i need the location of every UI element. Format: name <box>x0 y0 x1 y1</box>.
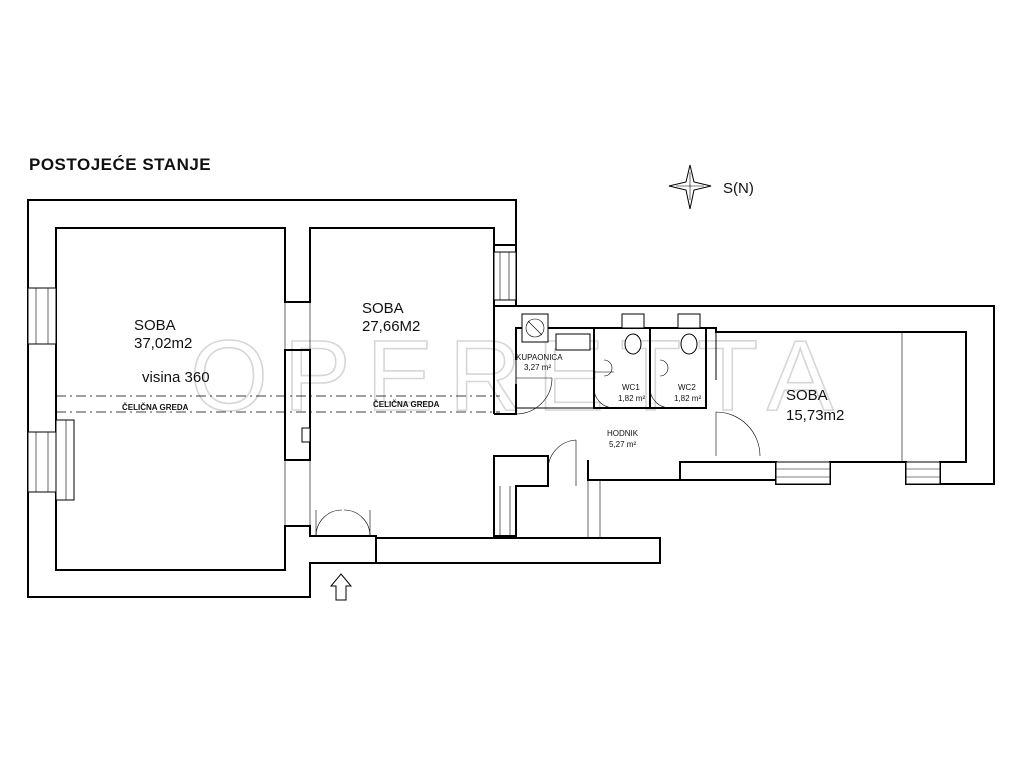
compass-label: S(N) <box>723 180 754 197</box>
room-height-soba-1: visina 360 <box>142 369 210 386</box>
steel-beam-label-1: ČELIČNA GREDA <box>122 403 189 412</box>
plan-title: POSTOJEĆE STANJE <box>29 155 211 174</box>
room-area-soba-3: 15,73m2 <box>786 407 844 424</box>
compass-star-icon <box>668 164 712 210</box>
room-area-soba-2: 27,66M2 <box>362 318 420 335</box>
door-swing-room-3 <box>715 411 761 457</box>
outer-walls-left <box>27 199 517 598</box>
room-name-soba-2: SOBA <box>362 300 404 317</box>
watermark: OPERETTA <box>190 320 850 432</box>
room-area-hodnik: 5,27 m² <box>609 440 636 449</box>
wc2 <box>649 313 707 409</box>
room-name-soba-1: SOBA <box>134 317 176 334</box>
room-area-soba-1: 37,02m2 <box>134 335 192 352</box>
room-name-soba-3: SOBA <box>786 387 828 404</box>
entrance-door <box>315 509 371 537</box>
room-name-hodnik: HODNIK <box>607 429 639 438</box>
room-area-wc1: 1,82 m² <box>618 394 645 403</box>
room-name-wc2: WC2 <box>678 383 696 392</box>
room-name-kupaonica: KUPAONICA <box>516 353 563 362</box>
door-swing-hallway <box>547 439 577 471</box>
entrance-arrow-icon <box>329 573 353 601</box>
steel-beam-label-2: ČELIČNA GREDA <box>373 400 440 409</box>
room-area-kupaonica: 3,27 m² <box>524 363 551 372</box>
room-name-wc1: WC1 <box>622 383 640 392</box>
room-area-wc2: 1,82 m² <box>674 394 701 403</box>
